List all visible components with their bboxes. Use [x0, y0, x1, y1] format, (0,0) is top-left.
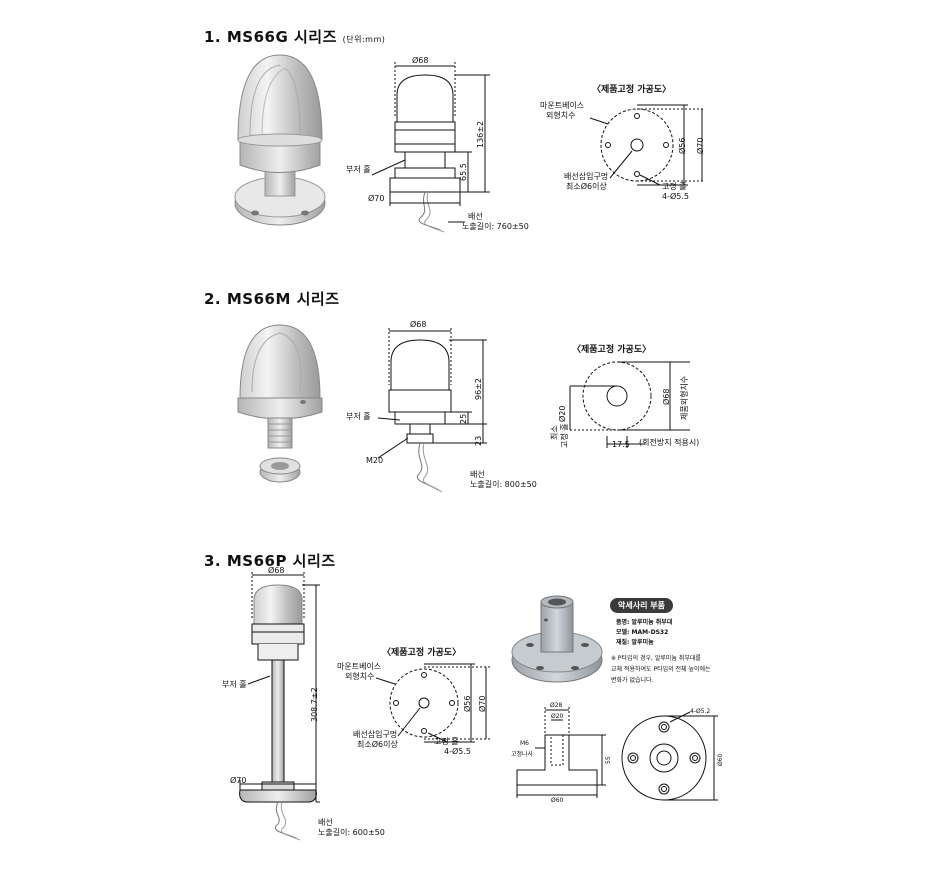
ms66m-buzzer-label: 부저 홀 [346, 412, 371, 421]
ms66p-mount-base-label2: 외형치수 [345, 672, 375, 681]
ms66m-mount-offset: 17.5 [612, 440, 630, 449]
ms66p-mount-drawing [375, 663, 490, 743]
ms66m-mount-anti-rotation: (회전방지 적용시) [639, 438, 700, 447]
accessory-hole-spec: 4-Ø5.2 [690, 708, 711, 715]
ms66m-mount-fix-label: 고정 홀 [560, 423, 569, 448]
accessory-note-3: 변화가 없습니다. [611, 677, 654, 684]
ms66g-wire-label: 배선 [468, 212, 483, 221]
ms66g-wire-hole-min: 최소Ø6이상 [566, 182, 607, 191]
ms66g-mount-inner-diameter: Ø56 [678, 137, 687, 154]
ms66p-buzzer-label: 부저 홀 [222, 680, 247, 689]
section-2-title: 2. MS66M 시리즈 [204, 290, 340, 308]
ms66m-top-diameter: Ø68 [410, 320, 427, 329]
ms66p-mount-inner-diameter: Ø56 [463, 695, 472, 712]
section-3-title: 3. MS66P 시리즈 [204, 552, 336, 570]
ms66m-wire-length: 노출길이: 800±50 [470, 480, 537, 489]
accessory-material: 재질: 알루미늄 [616, 639, 654, 646]
accessory-note-2: 교체 적용하여도 P타입의 전체 높이에는 [611, 666, 711, 673]
ms66g-base-diameter: Ø70 [368, 194, 385, 203]
ms66g-mount-base-label2: 외형치수 [546, 111, 576, 120]
aluminum-mount-top-drawing [621, 711, 718, 801]
ms66m-mount-title: 〈제품고정 가공도〉 [572, 345, 652, 355]
ms66g-mount-drawing [589, 104, 705, 186]
ms66g-height: 136±2 [476, 120, 485, 148]
accessory-note-1: ※ P타입의 경우, 알루미늄 취부대를 [611, 655, 701, 662]
ms66m-mount-fix-diameter: Ø20 [558, 405, 567, 422]
ms66p-base-diameter: Ø70 [230, 776, 247, 785]
aluminum-mount-side-drawing [516, 707, 606, 798]
aluminum-mount-photo [511, 595, 603, 683]
ms66p-fix-hole-spec: 4-Ø5.5 [444, 747, 471, 756]
section-1-title-text: 1. MS66G 시리즈 [204, 28, 337, 46]
ms66m-mount-drawing [569, 361, 690, 448]
ms66m-lower1: 25 [459, 413, 468, 424]
ms66m-side-drawing [377, 328, 487, 493]
accessory-d60: Ø60 [551, 797, 564, 804]
accessory-model: 모델: MAM-DS32 [616, 629, 669, 636]
ms66g-top-diameter: Ø68 [412, 56, 429, 65]
ms66p-mount-base-label: 마운트베이스 [337, 662, 382, 671]
ms66g-mount-title: 〈제품고정 가공도〉 [592, 85, 672, 95]
ms66p-side-drawing [239, 572, 320, 841]
ms66g-lower-height: 65.5 [459, 163, 468, 181]
unit-note: (단위:mm) [342, 35, 386, 44]
ms66m-lower2: 23 [474, 435, 483, 446]
ms66p-top-diameter: Ø68 [268, 566, 285, 575]
ms66g-mount-outer-diameter: Ø70 [696, 137, 705, 154]
ms66m-thread: M20 [366, 456, 384, 465]
ms66m-product-photo [237, 324, 323, 483]
ms66g-fix-hole-label: 고정 홀 [662, 182, 687, 191]
section-1-title: 1. MS66G 시리즈 (단위:mm) [204, 26, 385, 47]
accessory-name: 품명: 알루미늄 취부대 [616, 619, 673, 626]
ms66g-side-drawing [371, 62, 490, 233]
ms66p-wire-length: 노출길이: 600±50 [318, 828, 385, 837]
ms66g-mount-base-label: 마운트베이스 [540, 101, 585, 110]
ms66p-fix-hole-label: 고정 홀 [434, 737, 459, 746]
accessory-m6-label: 고정나사 [511, 751, 534, 758]
ms66g-product-photo [234, 54, 326, 226]
accessory-d20: Ø20 [551, 713, 564, 720]
ms66g-fix-hole-spec: 4-Ø5.5 [662, 192, 689, 201]
ms66m-mount-fix-min: 최소 [550, 425, 559, 440]
ms66p-mount-title: 〈제품고정 가공도〉 [382, 648, 462, 658]
accessory-chip: 악세사리 부품 [610, 598, 673, 613]
ms66p-mount-outer-diameter: Ø70 [478, 695, 487, 712]
ms66g-wire-hole-label: 배선삽입구멍 [564, 172, 609, 181]
ms66g-buzzer-label: 부저 홀 [346, 165, 371, 174]
accessory-d28: Ø28 [550, 702, 563, 709]
ms66m-mount-outer-label: 제품외형치수 [680, 375, 689, 420]
ms66m-mount-outer-diameter: Ø68 [662, 388, 671, 405]
ms66m-height: 96±2 [474, 378, 483, 400]
ms66p-height: 308.7±2 [310, 687, 319, 722]
ms66p-wire-hole-min: 최소Ø6이상 [357, 740, 398, 749]
accessory-h55: 55 [605, 756, 612, 764]
accessory-d60b: Ø60 [717, 753, 724, 766]
ms66g-wire-length: 노출길이: 760±50 [462, 222, 529, 231]
ms66m-wire-label: 배선 [470, 470, 485, 479]
ms66p-wire-hole-label: 배선삽입구멍 [353, 730, 398, 739]
accessory-m6: M6 [520, 740, 529, 747]
ms66p-wire-label: 배선 [318, 818, 333, 827]
